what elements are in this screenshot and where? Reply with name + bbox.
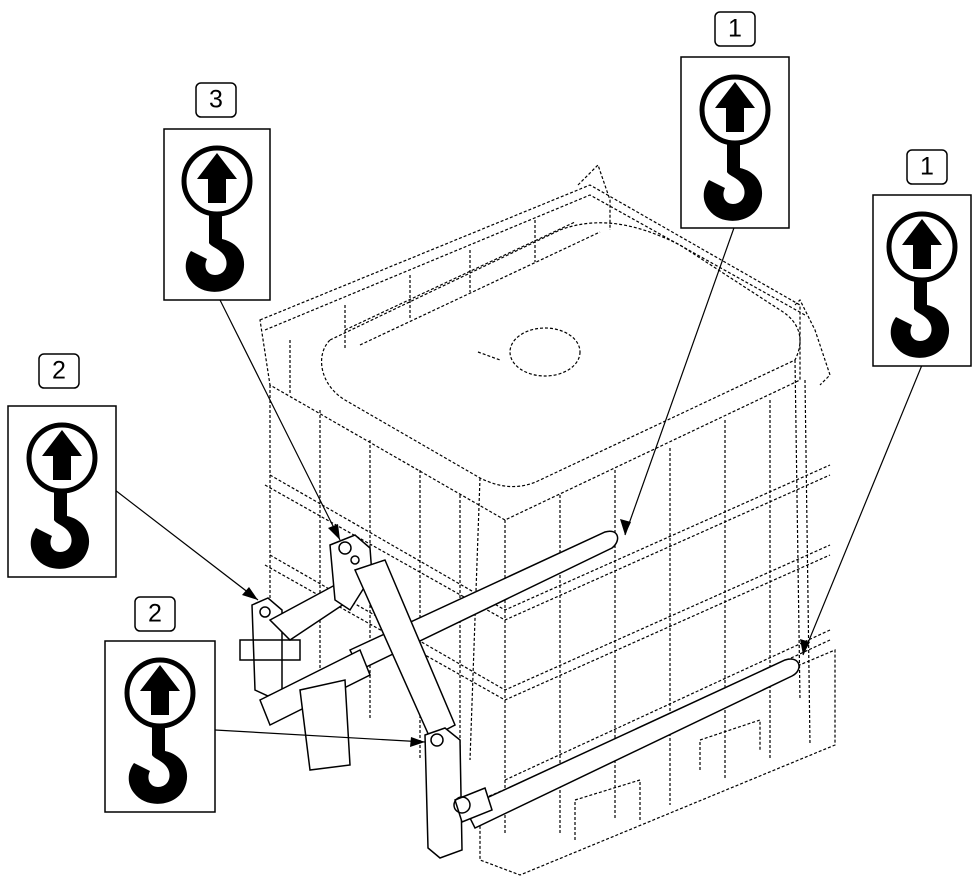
- three-point-linkage-frame: [239, 530, 800, 859]
- callout-1-right: 1: [872, 149, 972, 367]
- callout-2-left-upper: 2: [7, 353, 117, 578]
- callout-2-left-lower: 2: [104, 596, 216, 813]
- callout-3: 3: [163, 82, 271, 301]
- callout-number: 3: [209, 86, 223, 114]
- callout-number: 1: [728, 15, 742, 43]
- callout-1-top: 1: [680, 11, 790, 229]
- callout-number: 2: [148, 600, 162, 628]
- callout-number: 1: [920, 153, 934, 181]
- ibc-container-drawing: [259, 163, 836, 876]
- callout-number: 2: [52, 357, 66, 385]
- leader-lines: [114, 224, 923, 747]
